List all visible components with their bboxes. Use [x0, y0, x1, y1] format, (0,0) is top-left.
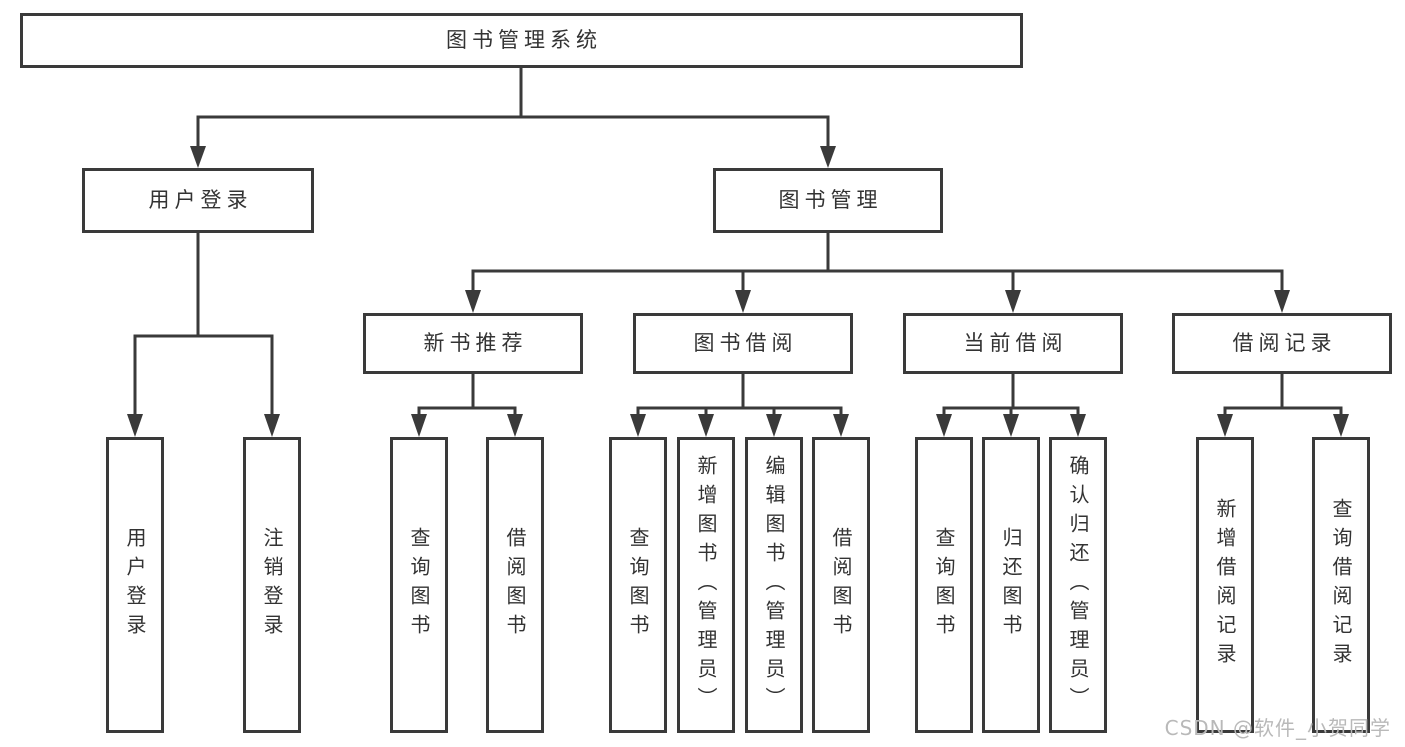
leaf-label: 查询图书 — [932, 527, 956, 643]
node-new-book-recommend: 新书推荐 — [363, 313, 583, 374]
leaf-confirm-return-admin: 确认归还（管理员） — [1049, 437, 1107, 733]
node-label: 图书管理 — [778, 188, 883, 212]
watermark: CSDN @软件_小贺同学 — [1164, 716, 1391, 740]
leaf-borrow-books: 借阅图书 — [812, 437, 870, 733]
node-current-borrow: 当前借阅 — [903, 313, 1123, 374]
node-label: 用户登录 — [148, 188, 253, 212]
node-book-management: 图书管理 — [713, 168, 943, 233]
node-label: 图书管理系统 — [446, 28, 602, 52]
leaf-return-books: 归还图书 — [982, 437, 1040, 733]
leaf-label: 新增图书（管理员） — [694, 454, 718, 716]
leaf-logout: 注销登录 — [243, 437, 301, 733]
leaf-label: 查询图书 — [626, 527, 650, 643]
leaf-user-login: 用户登录 — [106, 437, 164, 733]
node-label: 图书借阅 — [693, 331, 798, 355]
node-library-management-system: 图书管理系统 — [20, 13, 1023, 68]
node-book-borrow: 图书借阅 — [633, 313, 853, 374]
leaf-borrow-books: 借阅图书 — [486, 437, 544, 733]
leaf-label: 查询借阅记录 — [1329, 498, 1353, 672]
leaf-add-books-admin: 新增图书（管理员） — [677, 437, 735, 733]
leaf-label: 归还图书 — [999, 527, 1023, 643]
node-label: 借阅记录 — [1232, 331, 1337, 355]
leaf-label: 借阅图书 — [503, 527, 527, 643]
leaf-label: 注销登录 — [260, 527, 284, 643]
node-label: 当前借阅 — [963, 331, 1068, 355]
node-borrow-records: 借阅记录 — [1172, 313, 1392, 374]
leaf-label: 用户登录 — [123, 527, 147, 643]
leaf-add-borrow-record: 新增借阅记录 — [1196, 437, 1254, 733]
leaf-query-books: 查询图书 — [915, 437, 973, 733]
leaf-label: 借阅图书 — [829, 527, 853, 643]
node-label: 新书推荐 — [423, 331, 528, 355]
leaf-edit-books-admin: 编辑图书（管理员） — [745, 437, 803, 733]
leaf-query-books: 查询图书 — [390, 437, 448, 733]
leaf-label: 编辑图书（管理员） — [762, 454, 786, 716]
leaf-label: 新增借阅记录 — [1213, 498, 1237, 672]
leaf-query-books: 查询图书 — [609, 437, 667, 733]
node-user-login: 用户登录 — [82, 168, 314, 233]
leaf-label: 确认归还（管理员） — [1066, 454, 1090, 716]
leaf-label: 查询图书 — [407, 527, 431, 643]
leaf-query-borrow-record: 查询借阅记录 — [1312, 437, 1370, 733]
